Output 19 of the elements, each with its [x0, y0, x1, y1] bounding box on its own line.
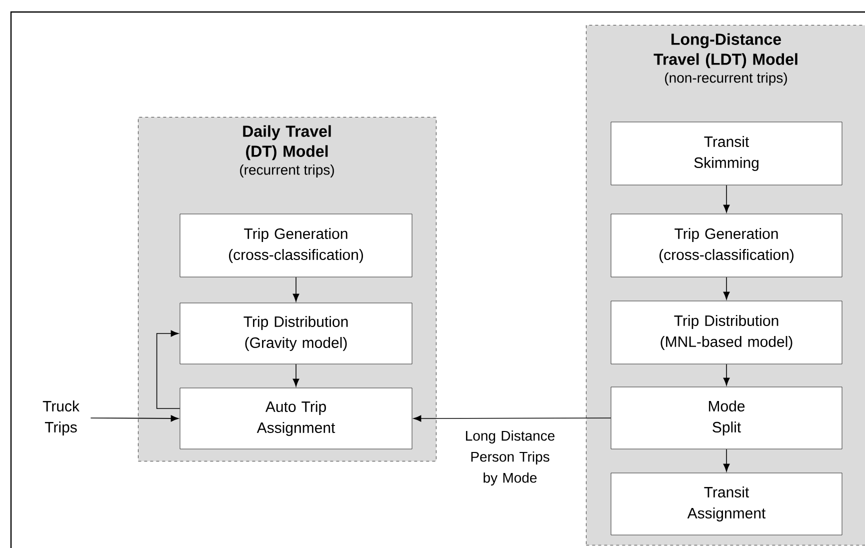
- arrow: [292, 364, 300, 387]
- input-label: Truck Trips: [42, 400, 80, 436]
- process-box: Mode Split: [610, 386, 842, 450]
- process-box: Trip Distribution (MNL-based model): [610, 300, 842, 364]
- arrow: [723, 448, 730, 472]
- arrow: [723, 276, 730, 300]
- arrow: [413, 415, 612, 422]
- process-box: Auto Trip Assignment: [180, 388, 412, 450]
- process-box: Trip Distribution (Gravity model): [180, 302, 412, 364]
- arrow: [292, 276, 300, 302]
- process-box: Transit Assignment: [610, 472, 842, 536]
- arrow: [90, 415, 179, 422]
- arrow: [723, 184, 730, 213]
- process-box: Transit Skimming: [610, 122, 842, 186]
- edge-label: Long Distance Person Trips by Mode: [456, 429, 564, 487]
- arrow: [723, 364, 730, 386]
- arrow: [156, 330, 180, 409]
- process-box: Trip Generation (cross-classification): [180, 214, 412, 278]
- process-box: Trip Generation (cross-classification): [610, 214, 842, 278]
